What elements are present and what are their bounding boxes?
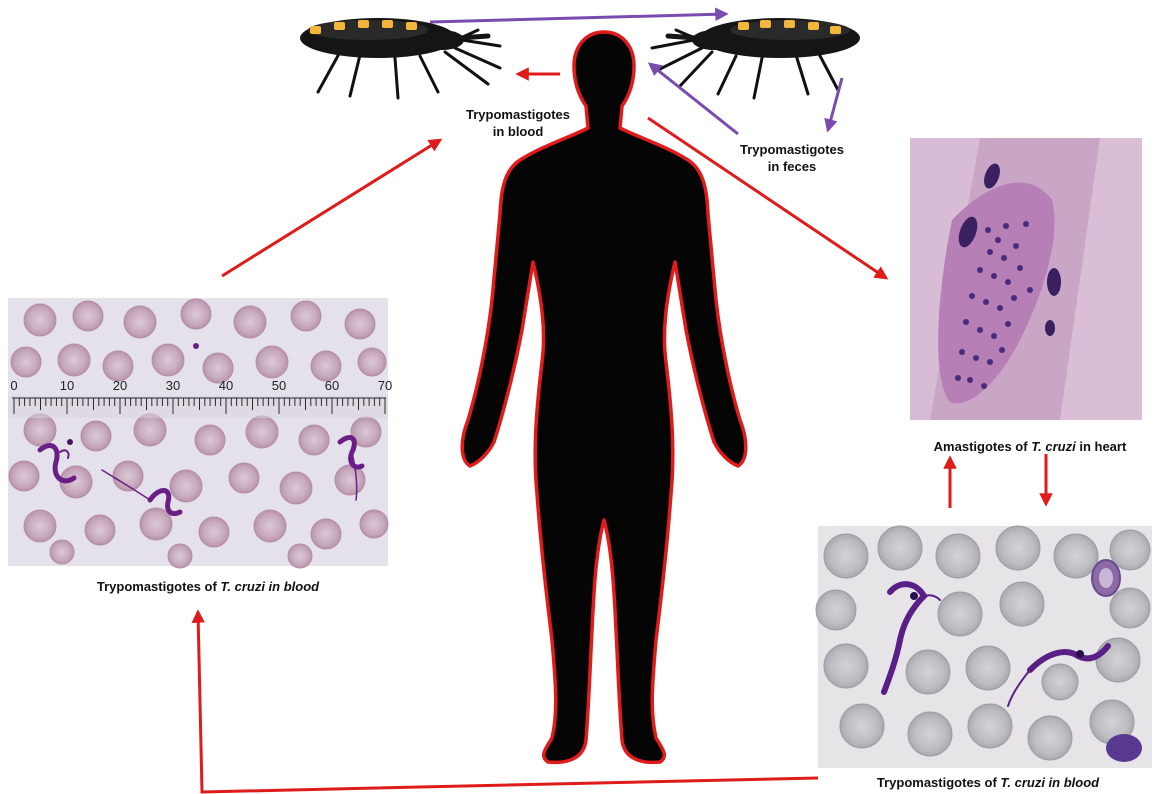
label-prefix: Amastigotes of [934,439,1032,454]
arrow-bug-to-bug [430,14,726,22]
arrow-blood-smear-to-top [222,140,440,276]
ruler-tick-label: 0 [10,378,17,393]
label-italic: T. cruzi in blood [1000,775,1099,790]
ruler-tick-label: 50 [272,378,286,393]
label-suffix: in heart [1076,439,1127,454]
label-line2: in blood [458,123,578,140]
label-italic: T. cruzi [1031,439,1076,454]
label-prefix: Trypomastigotes of [877,775,1001,790]
micrograph-heart-tissue [910,138,1142,420]
label-amastigotes-heart: Amastigotes of T. cruzi in heart [930,438,1130,455]
label-trypomastigotes-in-feces: Trypomastigotes in feces [732,141,852,175]
triatomine-bug-left-icon [300,18,500,98]
label-italic: T. cruzi in blood [220,579,319,594]
triatomine-bug-right-icon [652,18,860,98]
label-left-blood-smear: Trypomastigotes of T. cruzi in blood [78,578,338,595]
ruler-tick-label: 10 [60,378,74,393]
label-prefix: Trypomastigotes of [97,579,221,594]
ruler-tick-label: 30 [166,378,180,393]
label-trypomastigotes-in-blood-top: Trypomastigotes in blood [458,106,578,140]
ruler-tick-label: 20 [113,378,127,393]
ruler-tick-label: 70 [378,378,392,393]
label-right-blood-smear: Trypomastigotes of T. cruzi in blood [858,774,1118,791]
arrow-feces-to-human [650,64,738,134]
label-line1: Trypomastigotes [732,141,852,158]
micrograph-blood-smear-left: 0 10 20 30 40 50 60 70 [8,298,392,568]
arrow-bottom-return [198,612,818,792]
micrograph-blood-smear-right [816,526,1152,768]
label-line1: Trypomastigotes [458,106,578,123]
ruler-tick-label: 60 [325,378,339,393]
label-line2: in feces [732,158,852,175]
ruler-tick-label: 40 [219,378,233,393]
human-silhouette [462,32,746,762]
